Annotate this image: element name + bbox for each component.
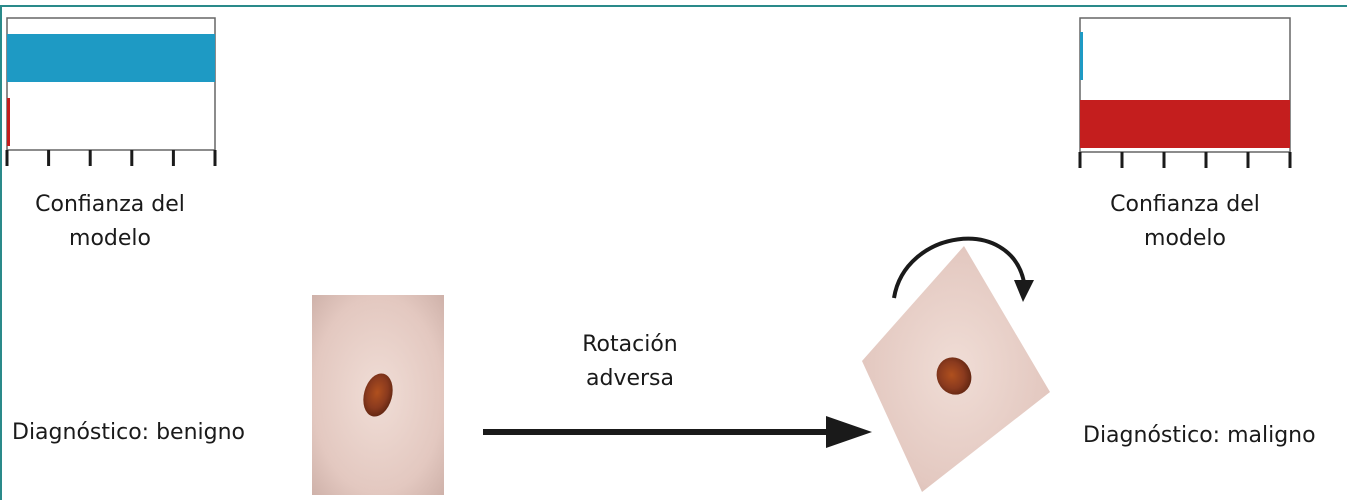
original-lesion-image: [312, 295, 444, 495]
transform-arrow: [483, 416, 872, 448]
